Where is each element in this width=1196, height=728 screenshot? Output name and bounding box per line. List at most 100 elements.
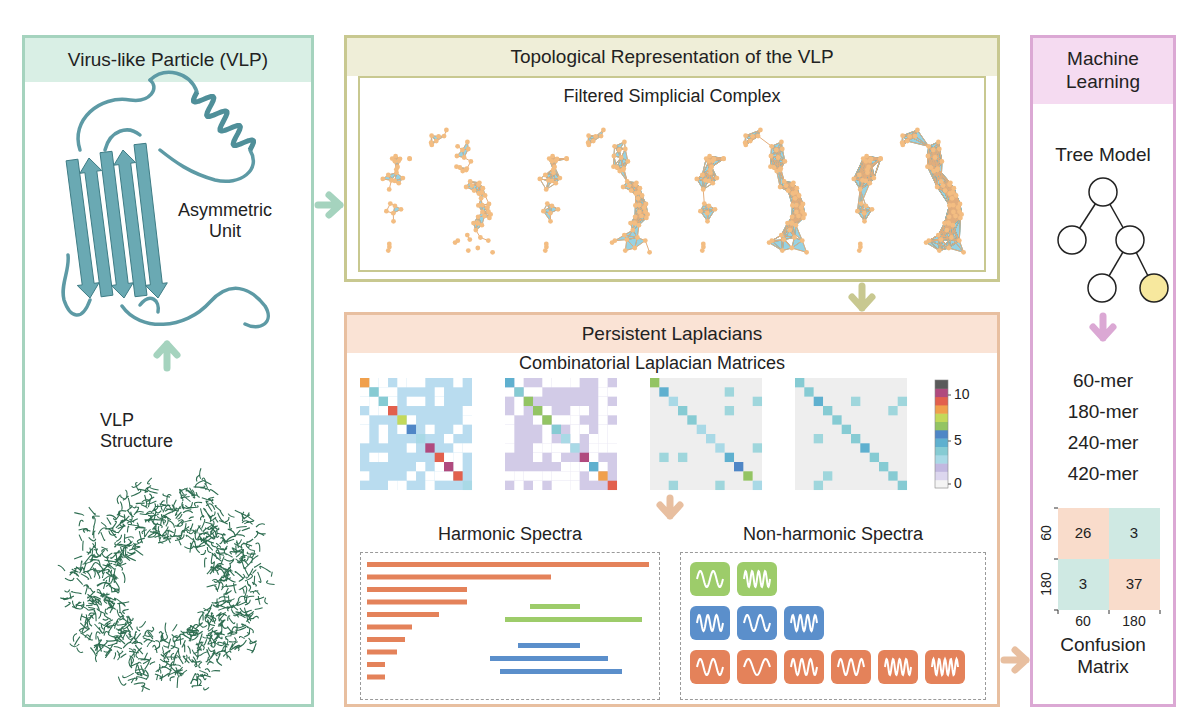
matrix-cell: [725, 406, 734, 415]
vertex: [468, 179, 473, 184]
label-text: Confusion Matrix: [1060, 634, 1146, 677]
vertex: [958, 216, 963, 221]
vertex: [384, 209, 389, 214]
matrix-diagonal: [589, 462, 598, 471]
vertex: [957, 238, 962, 243]
vertex: [380, 177, 385, 182]
matrix-diagonal: [552, 425, 561, 434]
matrix-ground: [360, 378, 472, 490]
matrix-cell: [435, 397, 444, 406]
vertex: [702, 201, 707, 206]
vertex: [455, 144, 460, 149]
matrix-cell: [369, 406, 378, 415]
vertex: [643, 209, 648, 214]
wave: [697, 615, 723, 631]
wave-icon: [831, 650, 871, 684]
vertex: [388, 201, 393, 206]
vertex: [621, 185, 626, 190]
vertex: [629, 188, 634, 193]
vertex: [586, 140, 591, 145]
wave-icon: [878, 650, 918, 684]
laplacian-matrix: [795, 378, 907, 490]
vertex: [786, 188, 791, 193]
matrix-cell: [580, 425, 589, 434]
matrix-cell: [379, 453, 388, 462]
axis-tick: [1054, 610, 1058, 611]
matrix-cell: [542, 406, 551, 415]
axis-tick: [1054, 559, 1058, 560]
vertex: [644, 216, 649, 221]
matrix-cell: [598, 443, 607, 452]
vertex: [794, 210, 799, 215]
vertex: [392, 179, 397, 184]
matrix-diagonal: [561, 434, 570, 443]
vertex: [779, 140, 784, 145]
matrix-cell: [608, 406, 617, 415]
matrix-cell: [753, 397, 762, 406]
matrix-cell: [589, 453, 598, 462]
vertex: [780, 147, 785, 152]
vertex: [550, 203, 555, 208]
laplacian-matrix: [505, 378, 617, 490]
vertex: [787, 228, 792, 233]
vertex: [548, 219, 553, 224]
matrix-cell: [453, 453, 462, 462]
bar: [530, 604, 580, 609]
label-text: 10: [954, 386, 970, 402]
matrix-diagonal: [505, 378, 514, 387]
wave-icons: [690, 562, 965, 684]
vertex: [789, 220, 794, 225]
matrix-cell: [379, 425, 388, 434]
vertex: [545, 201, 550, 206]
label-wrap: 180: [1112, 613, 1156, 629]
vertex: [490, 250, 495, 255]
bar: [367, 662, 385, 667]
wave-icon: [737, 650, 777, 684]
vertex: [935, 185, 940, 190]
vertex: [947, 214, 952, 219]
vertex: [953, 214, 958, 219]
panel-title: Non-harmonic Spectra: [743, 524, 923, 544]
vertex: [944, 228, 949, 233]
wave: [697, 659, 723, 675]
label-text: VLP Structure: [100, 410, 173, 451]
vertex: [743, 133, 748, 138]
protein-loop: [78, 80, 154, 150]
vertex: [851, 177, 856, 182]
laplacian-matrix: [650, 378, 762, 490]
vertex: [390, 156, 395, 161]
vertex: [933, 155, 938, 160]
vertex: [476, 214, 481, 219]
vertex: [797, 193, 802, 198]
vertex: [936, 233, 941, 238]
wave: [744, 659, 770, 675]
vertex: [469, 159, 474, 164]
vertex: [949, 235, 954, 240]
vertex: [464, 185, 469, 190]
panel-title: Persistent Laplacians: [582, 323, 763, 346]
vertex: [611, 164, 616, 169]
vertex: [858, 187, 863, 192]
vertex: [552, 165, 557, 170]
vertex: [878, 156, 883, 161]
matrix-diagonal: [715, 443, 724, 452]
wave-icon: [784, 650, 824, 684]
wave: [791, 659, 817, 675]
vertex: [858, 242, 863, 247]
matrix-cell: [542, 378, 551, 387]
matrix-cell: [580, 406, 589, 415]
bar: [367, 675, 385, 680]
colorbar-step: [935, 447, 948, 456]
matrix-cell: [851, 397, 860, 406]
matrix-cell: [435, 471, 444, 480]
matrix-cell: [397, 425, 406, 434]
vertex: [943, 188, 948, 193]
matrix-cell: [416, 462, 425, 471]
vertex: [782, 179, 787, 184]
matrix-cell: [369, 397, 378, 406]
matrix-diagonal: [650, 378, 659, 387]
vertex: [701, 242, 706, 247]
vertex: [621, 168, 626, 173]
matrix-cell: [463, 406, 472, 415]
matrix-cell: [561, 481, 570, 490]
